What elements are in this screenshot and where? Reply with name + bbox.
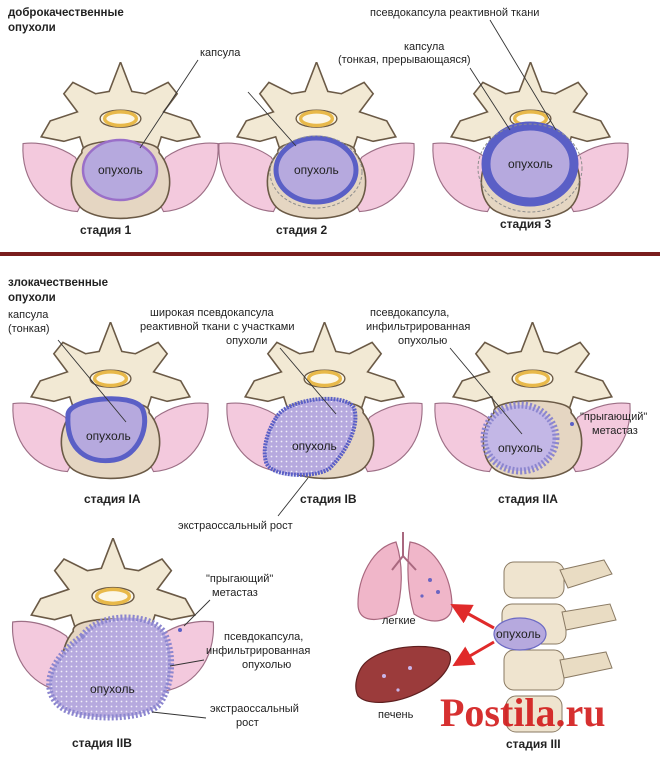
skip-metastasis-2a-line2: метастаз: [592, 425, 638, 437]
tumor-stage-1: [81, 138, 159, 202]
leader-capsule-1a: [57, 339, 127, 423]
tumor-stage-2: [273, 135, 359, 205]
pseudocapsule-infiltrated-2b-line2: инфильтрированная: [206, 645, 310, 657]
tumor-label-stage-1a: опухоль: [86, 429, 131, 443]
tumor-stage-1a: [65, 396, 148, 464]
stage-label-1: стадия 1: [80, 223, 132, 237]
stage-label-3m: стадия III: [506, 737, 561, 751]
pseudocapsule-infiltrated-2b-line3: опухолью: [242, 659, 291, 671]
tumor-label-stage-1b: опухоль: [292, 439, 337, 453]
lungs-illustration: [357, 532, 453, 622]
leader-metastasis-2b: [183, 599, 211, 627]
leader-pseudocapsule-2b: [169, 659, 205, 667]
stage-label-1a: стадия IA: [84, 492, 141, 506]
pseudocapsule-infiltrated-2a-line2: инфильтрированная: [366, 321, 470, 333]
pseudocapsule-infiltrated-2b-line1: псевдокапсула,: [224, 631, 303, 643]
skip-metastasis-2b-line1: "прыгающий": [206, 573, 273, 585]
stage-label-1b: стадия IB: [300, 492, 357, 506]
watermark-logo: Postila.ru: [440, 690, 606, 735]
extraosseous-2b-line1: экстраоссальный: [210, 703, 299, 715]
leader-capsule-3: [469, 67, 511, 131]
liver-illustration: [355, 645, 451, 703]
malignant-header-line1: злокачественные: [8, 277, 108, 289]
tumor-label-stage-2: опухоль: [294, 163, 339, 177]
section-divider: [0, 252, 660, 256]
stage-label-3: стадия 3: [500, 217, 552, 231]
malignant-header-line2: опухоли: [8, 292, 56, 304]
extraosseous-2b-line2: рост: [236, 717, 259, 729]
skip-metastasis-dot-2b: [178, 628, 182, 632]
stage-label-2b: стадия IIB: [72, 736, 132, 750]
wide-pseudocapsule-line1: широкая псевдокапсула: [150, 307, 275, 319]
vertebra-stage-3: [431, 62, 630, 221]
leader-capsule-2: [247, 91, 297, 147]
tumor-stage-3m: [493, 617, 547, 651]
stage-label-2a: стадия IIA: [498, 492, 558, 506]
vertebra-stage-1b: [225, 322, 424, 481]
stage-label-2: стадия 2: [276, 223, 328, 237]
vertebra-stage-2a: [433, 322, 632, 481]
arrow-to-lungs: [450, 603, 495, 630]
vertebra-stage-1a: [11, 322, 210, 481]
pseudocapsule-infiltrated-2a-line3: опухолью: [398, 335, 447, 347]
tumor-label-stage-3m: опухоль: [496, 627, 541, 641]
pseudocapsule-reactive-label: псевдокапсула реактивной ткани: [370, 7, 539, 19]
capsule-thin-line2: (тонкая): [8, 323, 50, 335]
skip-metastasis-2b-line2: метастаз: [212, 587, 258, 599]
tumor-stage-3: [481, 121, 579, 207]
capsule-thin-broken-line1: капсула: [404, 41, 445, 53]
leader-pseudocapsule-2a: [449, 347, 523, 435]
leader-pseudocapsule-1b: [279, 347, 337, 415]
extraosseous-label-1b: экстраоссальный рост: [178, 520, 293, 532]
benign-header-line2: опухоли: [8, 22, 56, 34]
liver-label: печень: [378, 709, 414, 721]
tumor-label-stage-2a: опухоль: [498, 441, 543, 455]
leader-extraosseous-1b: [277, 477, 309, 517]
tumor-label-stage-2b: опухоль: [90, 682, 135, 696]
tumor-stage-2b: [46, 614, 175, 721]
arrow-to-liver: [452, 640, 495, 667]
vertebra-stage-2: [217, 62, 416, 221]
skip-metastasis-2a-line1: "прыгающий": [580, 411, 647, 423]
wide-pseudocapsule-line3: опухоли: [226, 335, 267, 347]
capsule-label-stage-1: капсула: [200, 47, 241, 59]
wide-pseudocapsule-line2: реактивной ткани с участками: [140, 321, 295, 333]
skip-metastasis-dot-2a: [570, 422, 574, 426]
capsule-thin-line1: капсула: [8, 309, 49, 321]
capsule-thin-broken-line2: (тонкая, прерывающаяся): [338, 54, 471, 66]
tumor-stage-2a: [480, 401, 560, 475]
spine-illustration: [493, 559, 617, 733]
vertebra-stage-1: [21, 62, 220, 221]
tumor-label-stage-3: опухоль: [508, 157, 553, 171]
leader-extraosseous-2b: [151, 711, 207, 719]
tumor-label-stage-1: опухоль: [98, 163, 143, 177]
lungs-label: легкие: [382, 615, 416, 627]
pseudocapsule-infiltrated-2a-line1: псевдокапсула,: [370, 307, 449, 319]
leader-pseudocapsule-3: [489, 19, 557, 131]
leader-capsule-1: [139, 59, 199, 149]
tumor-stage-1b: [262, 396, 358, 477]
vertebra-stage-2b: [10, 538, 216, 721]
benign-header-line1: доброкачественные: [8, 7, 124, 19]
